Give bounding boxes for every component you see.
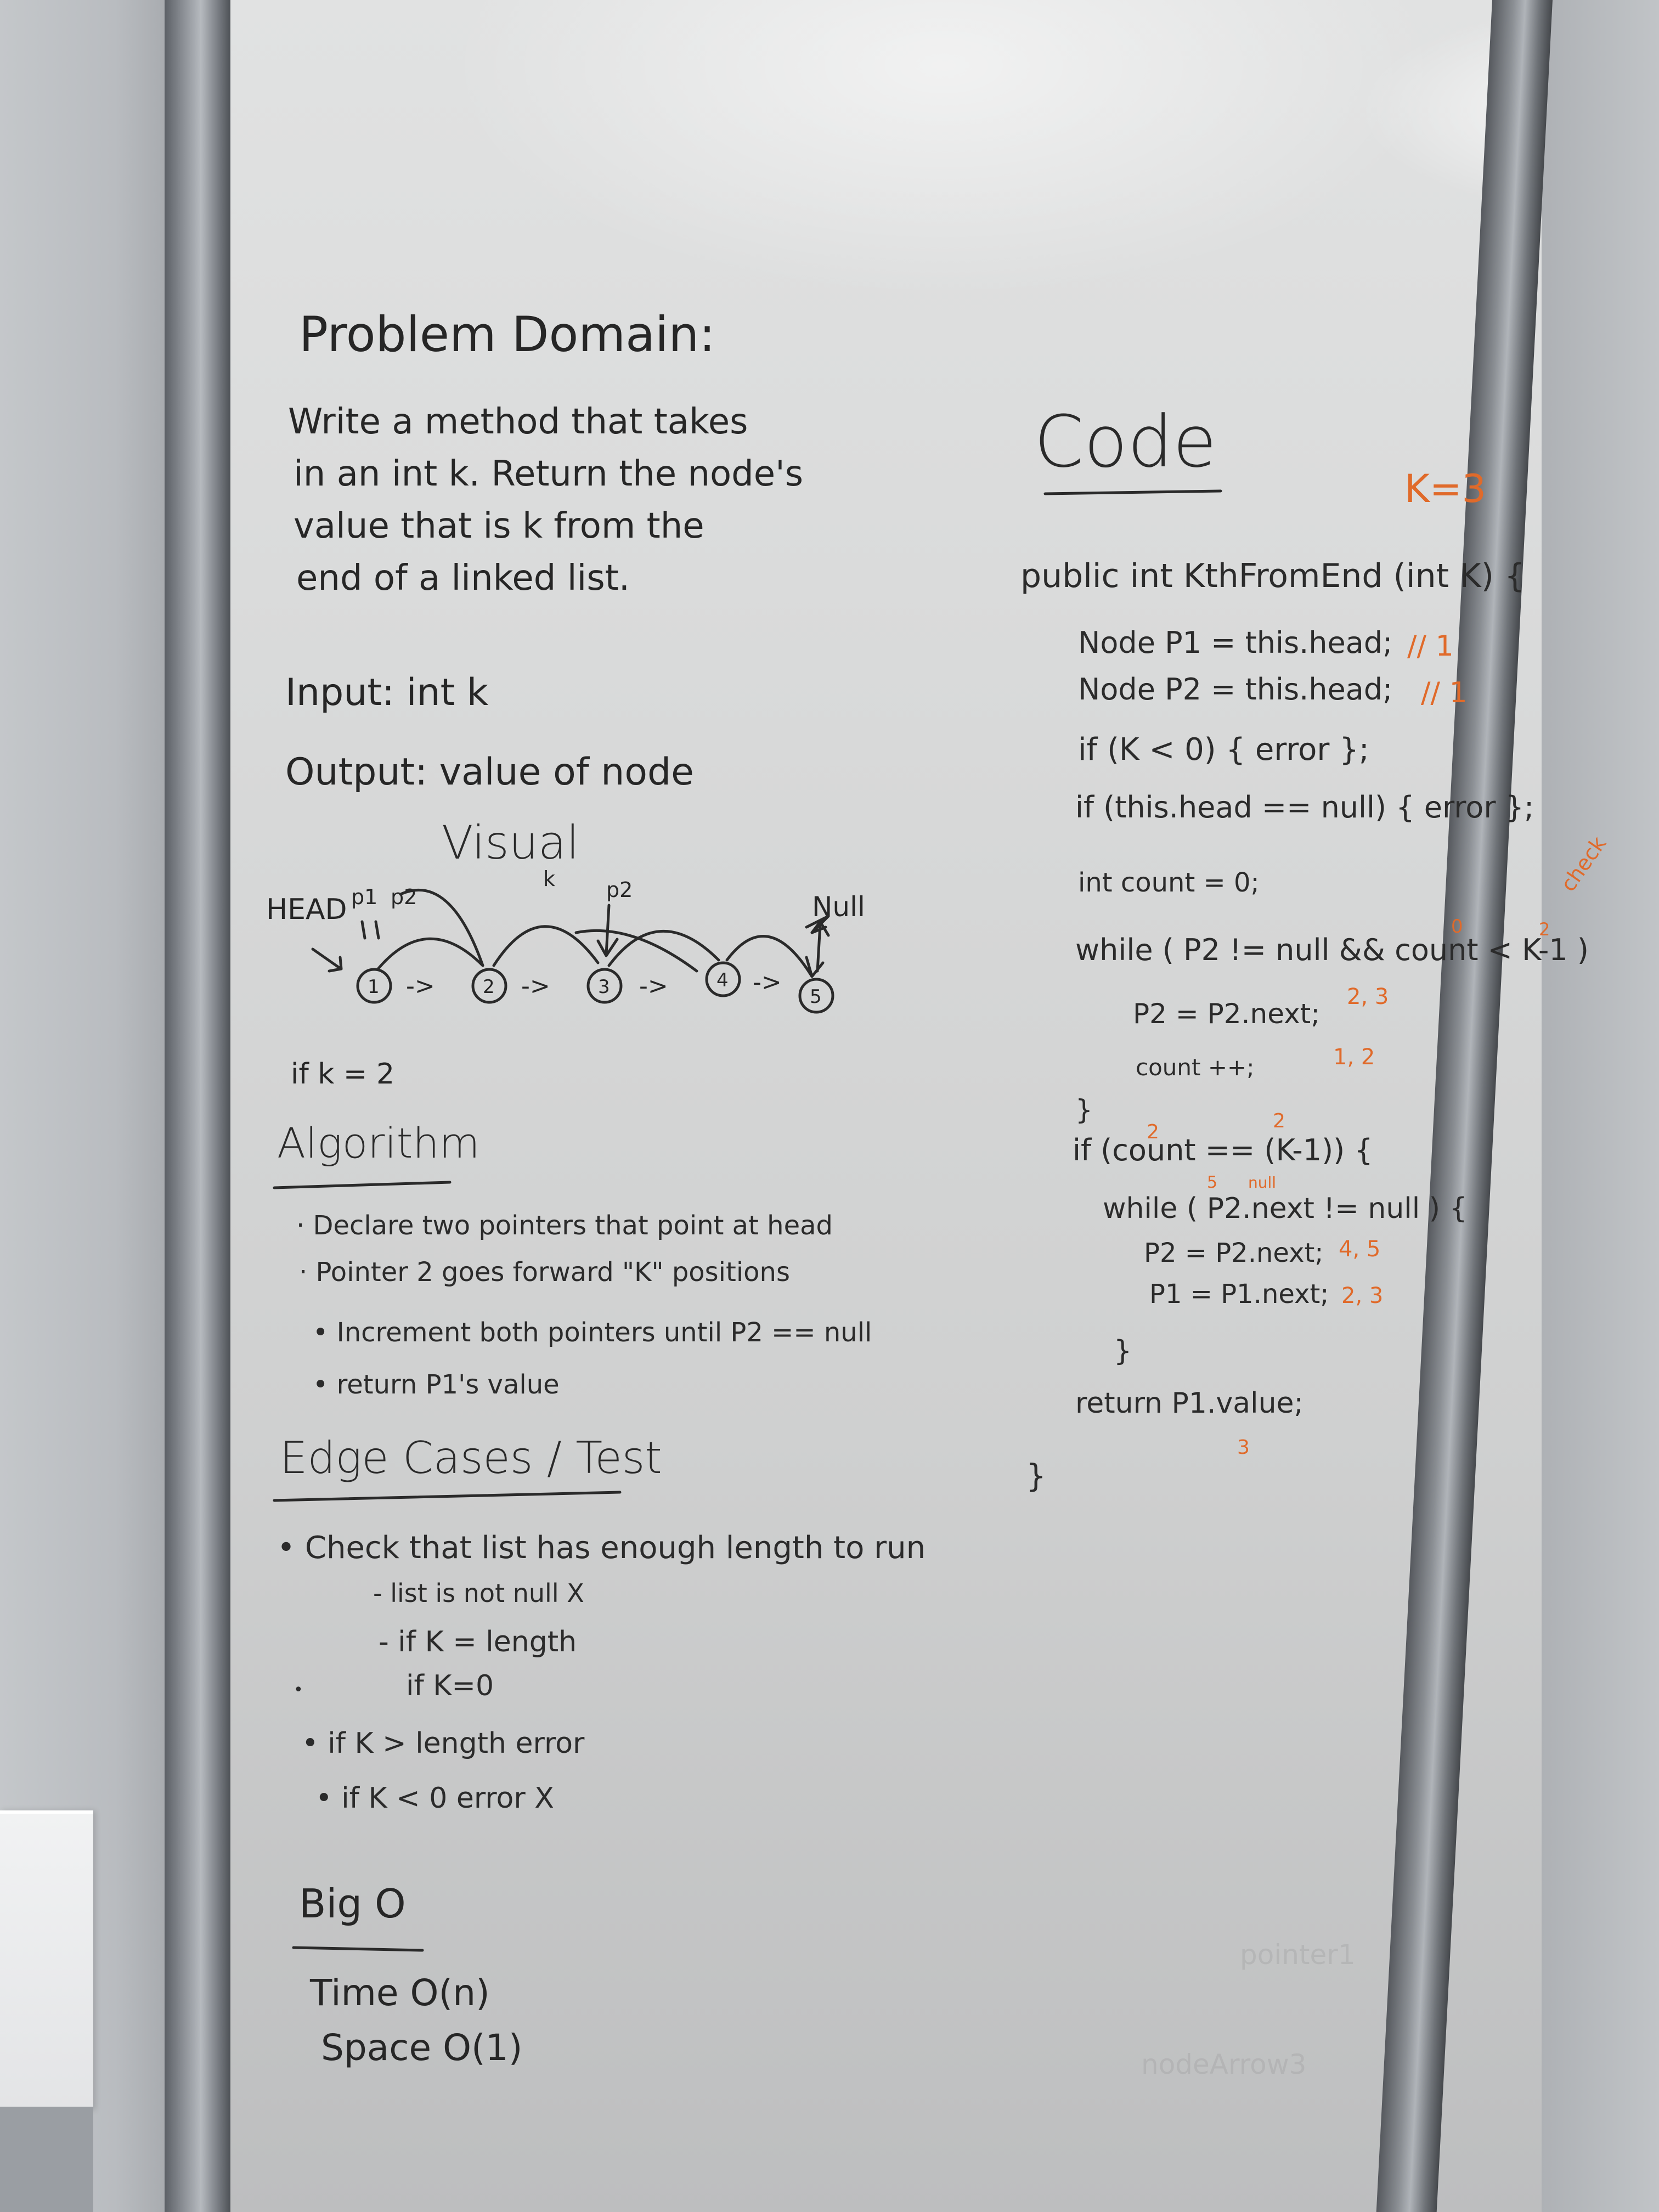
k-eq-note: 2 bbox=[1273, 1110, 1285, 1132]
node-3-label: 3 bbox=[598, 976, 610, 998]
p1-loop-trace: 2, 3 bbox=[1341, 1283, 1383, 1308]
k-minus-note: 2 bbox=[1539, 919, 1550, 940]
input-label: Input: int k bbox=[285, 671, 489, 714]
edge-case-4: if K=0 bbox=[406, 1669, 494, 1702]
code-underline bbox=[1043, 489, 1222, 495]
count-eq-note: 2 bbox=[1147, 1121, 1159, 1143]
hop-arrows bbox=[377, 888, 825, 978]
algorithm-heading: Algorithm bbox=[277, 1119, 480, 1167]
right-wall bbox=[1542, 0, 1659, 2212]
edge-case-6: • if K < 0 error X bbox=[315, 1782, 554, 1815]
code-line-14: P1 = P1.next; bbox=[1149, 1279, 1329, 1310]
node-2 bbox=[471, 968, 507, 1004]
code-line-5: if (this.head == null) { error }; bbox=[1075, 790, 1534, 825]
code-line-16: return P1.value; bbox=[1075, 1387, 1304, 1420]
big-o-heading: Big O bbox=[299, 1881, 406, 1927]
p2-down-arrow bbox=[596, 904, 619, 957]
problem-line-4: end of a linked list. bbox=[296, 558, 630, 599]
p1-label: p1 bbox=[351, 885, 377, 909]
head-label: HEAD bbox=[266, 893, 347, 926]
node-5 bbox=[798, 978, 834, 1014]
edge-cases-heading: Edge Cases / Test bbox=[280, 1432, 662, 1483]
algorithm-step-2: · Pointer 2 goes forward "K" positions bbox=[299, 1257, 790, 1288]
algorithm-underline bbox=[273, 1181, 452, 1189]
code-line-9: count ++; bbox=[1136, 1054, 1254, 1081]
edge-case-5: • if K > length error bbox=[302, 1727, 585, 1760]
big-o-underline bbox=[292, 1946, 424, 1952]
k-note: K=3 bbox=[1404, 466, 1486, 511]
code-line-1: public int KthFromEnd (int K) { bbox=[1020, 557, 1525, 595]
edge-case-1: • Check that list has enough length to r… bbox=[277, 1530, 926, 1566]
code-line-10: } bbox=[1075, 1094, 1093, 1126]
desk-surface bbox=[0, 1810, 93, 2110]
linked-list-nodes: 1 -> 2 -> 3 -> 4 -> 5 bbox=[356, 961, 834, 1014]
edge-case-3: - if K = length bbox=[379, 1626, 577, 1658]
problem-line-1: Write a method that takes bbox=[288, 402, 748, 442]
count-zero-note: 0 bbox=[1451, 916, 1463, 938]
k-condition: if k = 2 bbox=[291, 1058, 394, 1091]
output-label: Output: value of node bbox=[285, 751, 694, 794]
p1-trace: // 1 bbox=[1407, 630, 1454, 663]
space-complexity: Space O(1) bbox=[321, 2027, 523, 2069]
code-line-15: } bbox=[1114, 1335, 1132, 1368]
board-frame-left bbox=[165, 0, 230, 2212]
node-2-label: 2 bbox=[483, 976, 495, 998]
edge-case-2: - list is not null X bbox=[373, 1578, 584, 1608]
code-line-2: Node P1 = this.head; bbox=[1078, 625, 1392, 660]
pointer-ticks bbox=[360, 920, 380, 940]
node-3 bbox=[586, 968, 623, 1004]
head-arrow bbox=[311, 947, 343, 973]
algorithm-step-4: • return P1's value bbox=[313, 1369, 560, 1400]
code-heading: Code bbox=[1034, 400, 1217, 483]
count-trace: 1, 2 bbox=[1333, 1045, 1375, 1070]
code-line-11: if (count == (K-1)) { bbox=[1073, 1133, 1373, 1167]
visual-heading: Visual bbox=[442, 816, 579, 870]
null-scribble bbox=[805, 915, 830, 934]
arrow-1: -> bbox=[406, 972, 435, 1000]
check-note: check bbox=[1556, 832, 1611, 896]
arrow-2: -> bbox=[521, 972, 550, 1000]
node-5-label: 5 bbox=[810, 986, 822, 1008]
p2-next-trace: 2, 3 bbox=[1347, 984, 1389, 1009]
p2-label-top: p2 bbox=[391, 885, 417, 909]
code-line-12: while ( P2.next != null ) { bbox=[1103, 1192, 1468, 1225]
algorithm-step-3: • Increment both pointers until P2 == nu… bbox=[313, 1317, 872, 1348]
problem-line-3: value that is k from the bbox=[294, 506, 704, 546]
return-value-note: 3 bbox=[1237, 1436, 1250, 1459]
time-complexity: Time O(n) bbox=[309, 1972, 490, 2014]
node-1 bbox=[356, 968, 392, 1004]
node-4 bbox=[705, 961, 741, 997]
ghost-text-2: nodeArrow3 bbox=[1141, 2049, 1306, 2080]
edge-cases-underline bbox=[273, 1491, 622, 1502]
code-line-8: P2 = P2.next; bbox=[1133, 998, 1320, 1030]
code-line-3: Node P2 = this.head; bbox=[1078, 672, 1392, 707]
problem-line-2: in an int k. Return the node's bbox=[294, 454, 803, 494]
ghost-text-1: pointer1 bbox=[1240, 1939, 1356, 1971]
node-1-label: 1 bbox=[368, 976, 380, 998]
arrow-3: -> bbox=[639, 972, 668, 1000]
k-label: k bbox=[543, 867, 555, 891]
p2-trace: // 1 bbox=[1421, 676, 1468, 709]
code-line-4: if (K < 0) { error }; bbox=[1078, 732, 1369, 768]
whiteboard bbox=[230, 0, 1591, 2212]
node-4-label: 4 bbox=[716, 969, 729, 991]
algorithm-step-1: · Declare two pointers that point at hea… bbox=[296, 1210, 833, 1241]
arrow-4: -> bbox=[753, 968, 782, 996]
five-note: 5 bbox=[1207, 1173, 1217, 1192]
code-line-17: } bbox=[1026, 1457, 1046, 1494]
p2-label: p2 bbox=[606, 878, 633, 902]
code-line-7: while ( P2 != null && count < K-1 ) bbox=[1075, 933, 1589, 967]
code-line-13: P2 = P2.next; bbox=[1144, 1238, 1323, 1268]
problem-domain-heading: Problem Domain: bbox=[299, 306, 715, 363]
edge-case-bullet: • bbox=[294, 1680, 303, 1700]
p2-loop-trace: 4, 5 bbox=[1339, 1237, 1380, 1262]
desk-side bbox=[0, 2107, 93, 2212]
null-label: Null bbox=[812, 891, 865, 923]
code-line-6: int count = 0; bbox=[1078, 867, 1260, 898]
null-small-note: null bbox=[1248, 1173, 1276, 1192]
